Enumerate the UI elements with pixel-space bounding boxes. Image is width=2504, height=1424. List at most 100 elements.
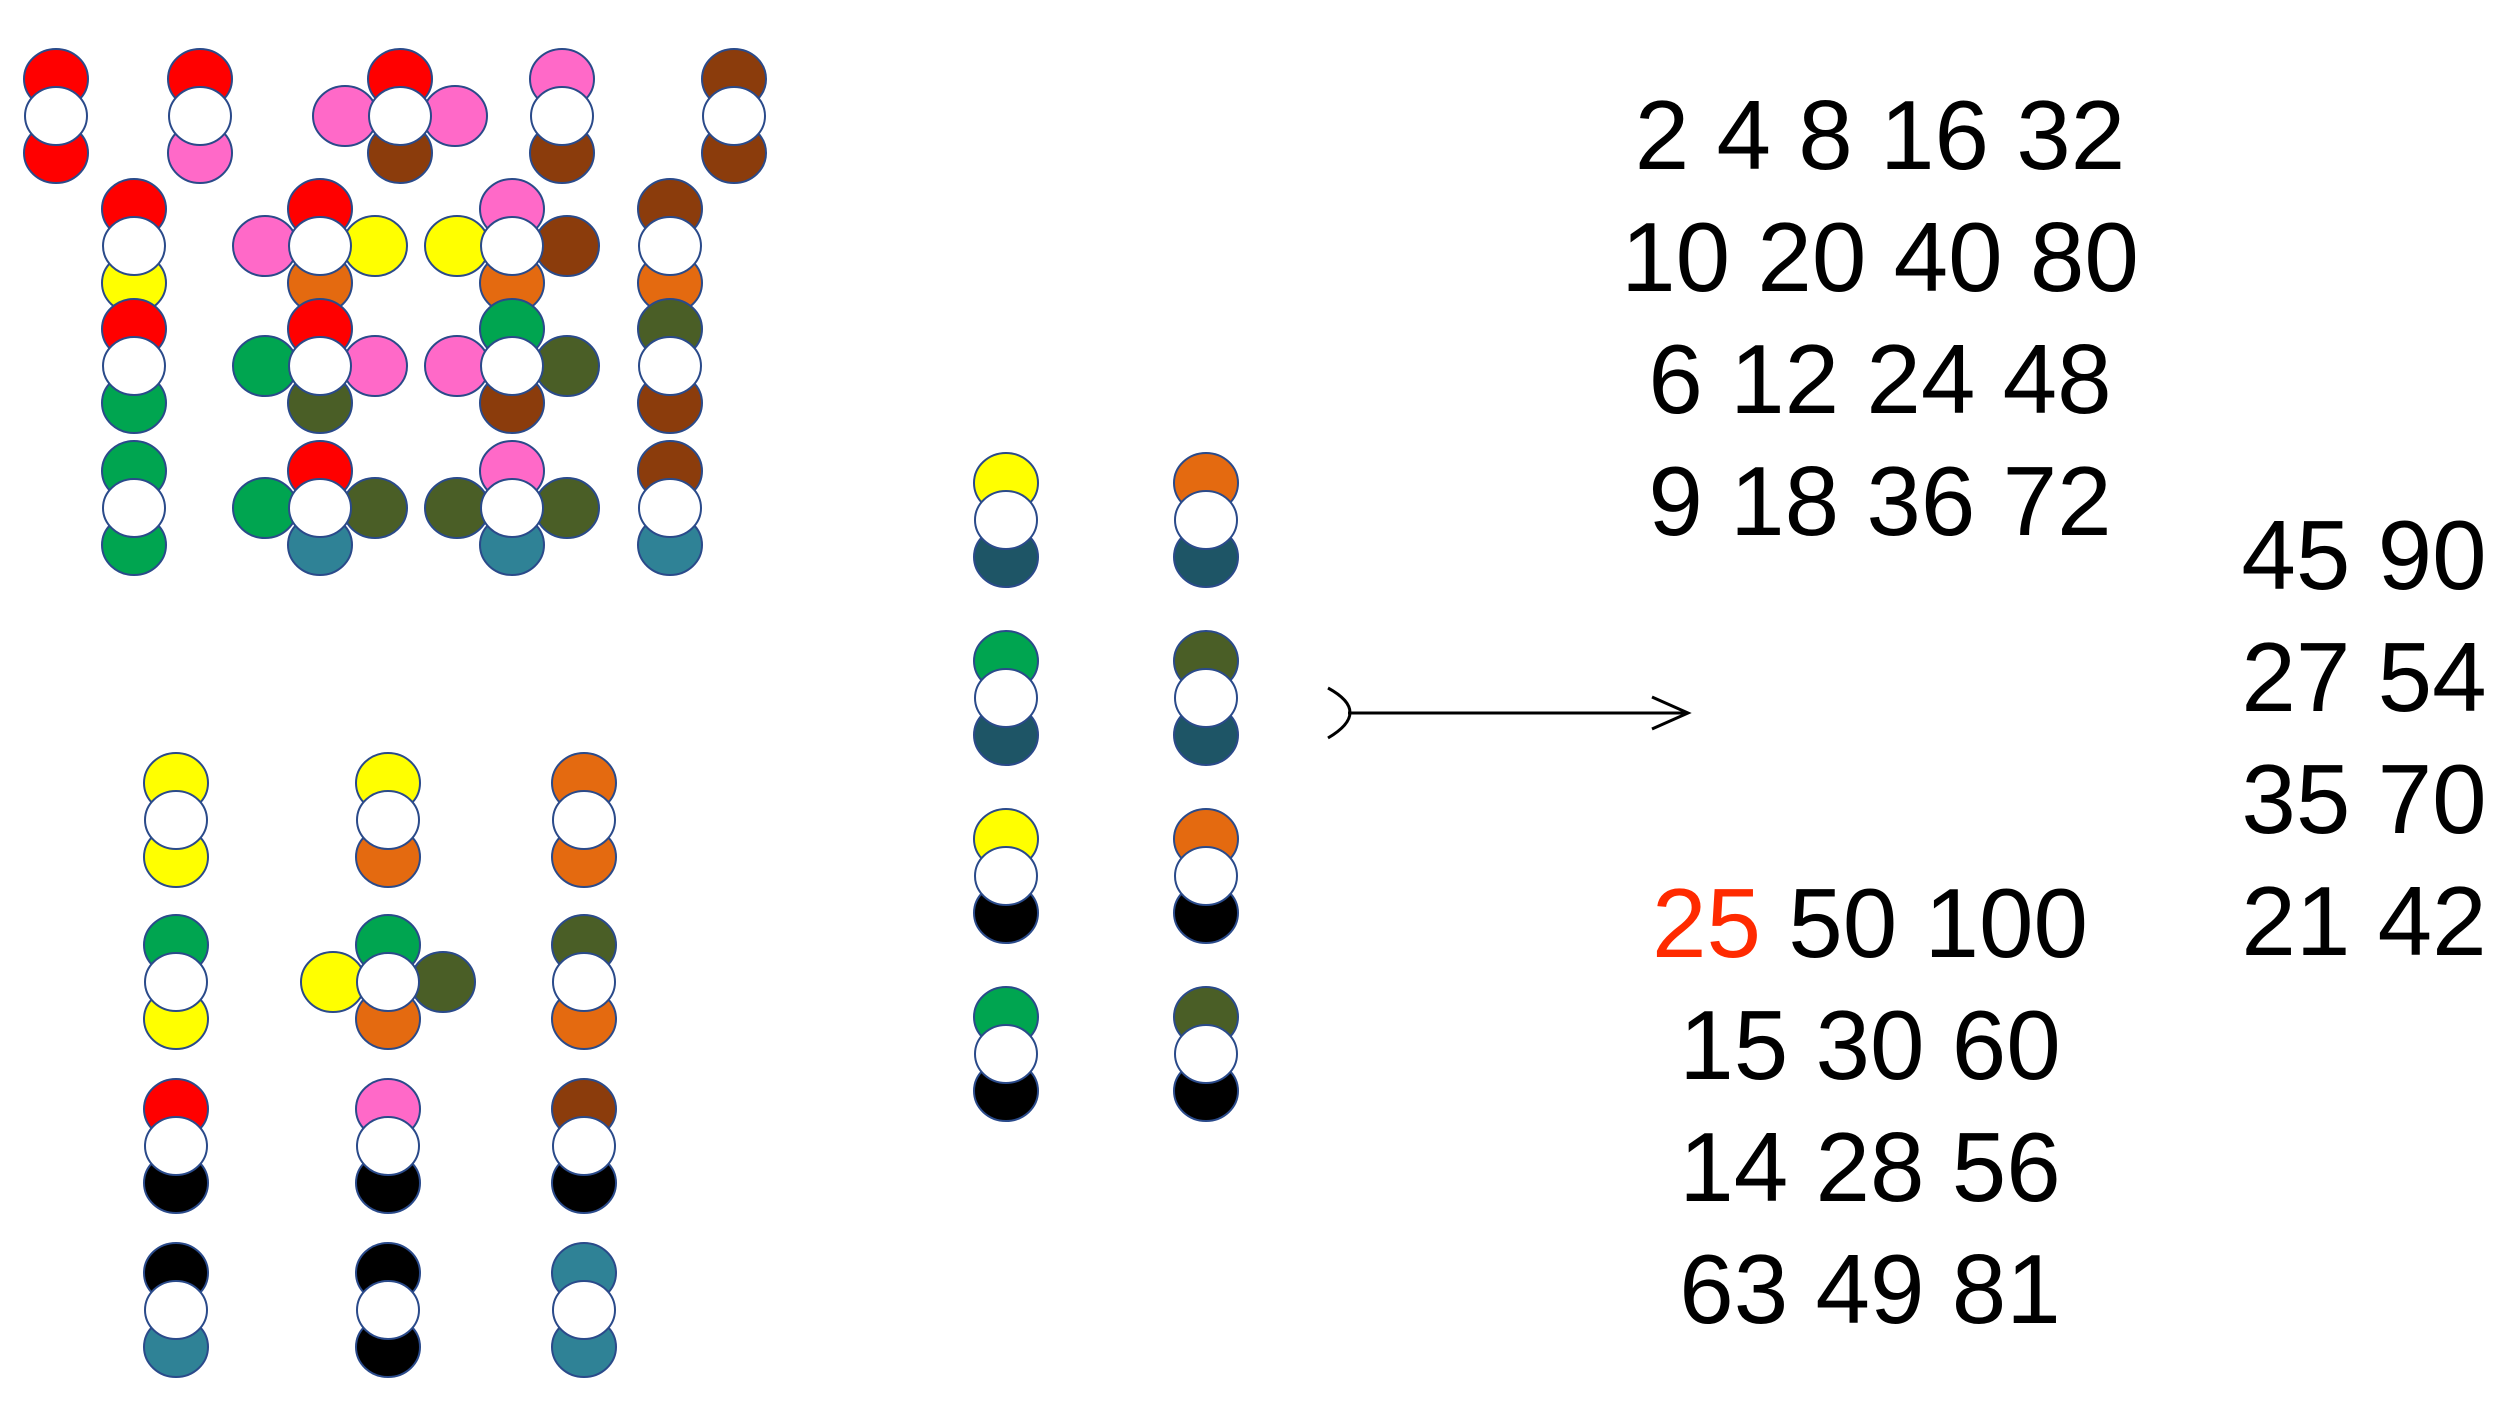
flower-center — [368, 86, 432, 146]
flower-center — [24, 86, 88, 146]
flower-center — [102, 478, 166, 538]
flower — [101, 440, 167, 576]
flower — [973, 452, 1039, 588]
flower — [355, 752, 421, 888]
flower-center — [288, 478, 352, 538]
flower — [1173, 808, 1239, 944]
flower-right-petal — [342, 477, 408, 539]
numbers-right-block: 45 90 27 54 35 70 21 42 — [2228, 494, 2500, 982]
flower-center — [168, 86, 232, 146]
flower-glyphs — [23, 48, 1239, 1378]
flower-center — [638, 478, 702, 538]
flower — [529, 48, 595, 184]
flower-center — [356, 1116, 420, 1176]
flower — [143, 752, 209, 888]
number-row: 25 50 100 — [1600, 862, 2140, 984]
flower-center — [1174, 490, 1238, 550]
flower — [355, 1078, 421, 1214]
flower-center — [356, 790, 420, 850]
flower-left-petal — [424, 215, 490, 277]
flower-center — [480, 336, 544, 396]
flower-center — [974, 1024, 1038, 1084]
flower — [424, 298, 600, 434]
flower-center — [974, 846, 1038, 906]
flower — [232, 178, 408, 314]
number-row: 15 30 60 — [1679, 990, 2061, 1100]
flower-center — [480, 216, 544, 276]
flower-center — [102, 336, 166, 396]
flower — [143, 1242, 209, 1378]
flower-right-petal — [422, 85, 488, 147]
flower — [973, 808, 1039, 944]
flower-left-petal — [424, 477, 490, 539]
flower-center — [552, 1280, 616, 1340]
flower — [551, 914, 617, 1050]
arrow-head — [1651, 695, 1692, 731]
flower-center — [144, 790, 208, 850]
flower-center — [702, 86, 766, 146]
flower — [637, 298, 703, 434]
flower — [1173, 452, 1239, 588]
flower — [143, 914, 209, 1050]
flower-left-petal — [232, 477, 298, 539]
number-row-rest: 50 100 — [1761, 868, 2088, 978]
flower-center — [552, 790, 616, 850]
flower-right-petal — [534, 215, 600, 277]
number-row: 10 20 40 80 — [1621, 202, 2139, 312]
flower — [551, 752, 617, 888]
numbers-bottom-block: 25 50 100 15 30 60 14 28 56 63 49 81 — [1600, 862, 2140, 1350]
number-row: 6 12 24 48 — [1648, 324, 2112, 434]
number-row: 21 42 — [2241, 866, 2487, 976]
flower-left-petal — [232, 215, 298, 277]
flower — [551, 1078, 617, 1214]
flower-center — [144, 952, 208, 1012]
flower-center — [480, 478, 544, 538]
flower — [101, 298, 167, 434]
flower — [143, 1078, 209, 1214]
flower — [167, 48, 233, 184]
flower-right-petal — [534, 335, 600, 397]
flower-right-petal — [410, 951, 476, 1013]
number-row: 27 54 — [2241, 622, 2487, 732]
flower-center — [288, 216, 352, 276]
flower-center — [974, 490, 1038, 550]
number-row: 14 28 56 — [1679, 1112, 2061, 1222]
flower — [355, 1242, 421, 1378]
flower — [424, 440, 600, 576]
flower-left-petal — [300, 951, 366, 1013]
flower — [232, 440, 408, 576]
flower-center — [552, 952, 616, 1012]
flower-center — [144, 1280, 208, 1340]
flower — [551, 1242, 617, 1378]
number-row: 9 18 36 72 — [1648, 446, 2112, 556]
flower-center — [1174, 668, 1238, 728]
flower — [1173, 986, 1239, 1122]
flower-center — [102, 216, 166, 276]
flower — [973, 986, 1039, 1122]
number-row: 45 90 — [2241, 500, 2487, 610]
flower — [23, 48, 89, 184]
flower — [300, 914, 476, 1050]
flower-right-petal — [534, 477, 600, 539]
flower-center — [144, 1116, 208, 1176]
flower-left-petal — [312, 85, 378, 147]
flower — [232, 298, 408, 434]
arrow — [1327, 686, 1692, 740]
flower-center — [552, 1116, 616, 1176]
flower-right-petal — [342, 335, 408, 397]
flower — [637, 178, 703, 314]
flower — [101, 178, 167, 314]
number-row: 63 49 81 — [1679, 1234, 2061, 1344]
number-row: 35 70 — [2241, 744, 2487, 854]
flower-left-petal — [424, 335, 490, 397]
flower-right-petal — [342, 215, 408, 277]
flower-center — [638, 216, 702, 276]
flower-center — [1174, 846, 1238, 906]
numbers-top-block: 2 4 8 16 32 10 20 40 80 6 12 24 48 9 18 … — [1570, 74, 2190, 562]
flower — [312, 48, 488, 184]
flower — [1173, 630, 1239, 766]
flower-center — [638, 336, 702, 396]
flower-center — [356, 1280, 420, 1340]
flower-center — [288, 336, 352, 396]
flower-left-petal — [232, 335, 298, 397]
